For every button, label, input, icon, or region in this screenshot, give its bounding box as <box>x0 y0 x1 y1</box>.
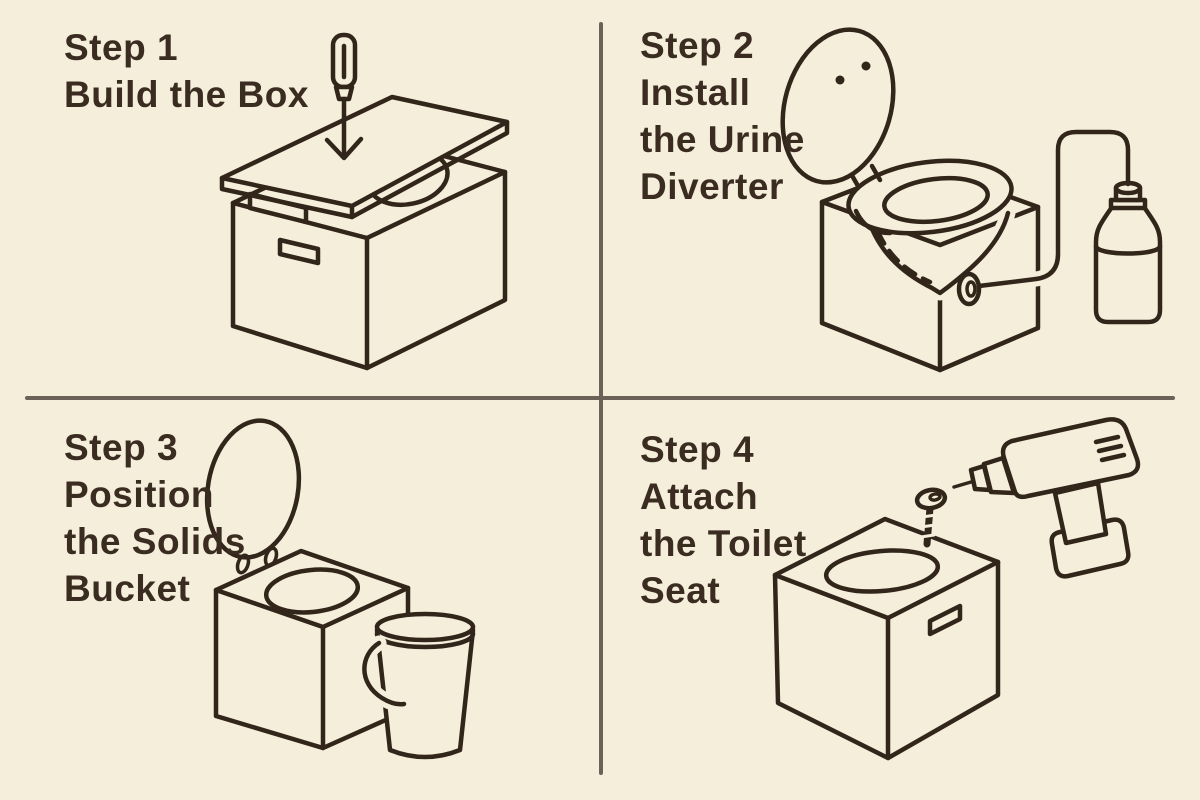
cordless-drill-icon <box>952 417 1141 579</box>
drill-chuck-tip <box>968 463 993 493</box>
storage-box <box>230 134 508 371</box>
handle-slot <box>927 603 963 637</box>
step-1-title: Step 1 Build the Box <box>64 24 309 118</box>
step-3-illustration <box>204 418 476 760</box>
step-4-illustration <box>772 417 1141 761</box>
box-lid <box>219 94 510 220</box>
step-2-illustration <box>780 27 1163 373</box>
drill-handle <box>1052 480 1109 546</box>
toilet-box <box>772 516 1001 761</box>
step-1-illustration <box>219 32 510 371</box>
screwdriver-icon <box>330 32 358 102</box>
drill-vents <box>1093 434 1127 463</box>
bucket-handle <box>362 640 407 707</box>
toilet-lid-open <box>204 418 302 575</box>
step-4-label: Step 4 <box>640 429 755 470</box>
step-1-caption: Build the Box <box>64 74 309 115</box>
urine-diverter-funnel <box>860 205 1016 301</box>
horizontal-divider <box>25 396 1175 400</box>
arrow-down-icon <box>324 96 364 161</box>
step-3-label: Step 3 <box>64 427 179 468</box>
screw-icon <box>914 487 948 548</box>
step-2-label: Step 2 <box>640 25 755 66</box>
bottle-liquid-level <box>1093 243 1163 256</box>
handle-slot <box>277 237 321 266</box>
collection-bottle <box>1093 180 1163 325</box>
panel-step-1: Step 1 Build the Box <box>0 0 600 400</box>
toilet-lid <box>780 27 896 185</box>
toilet-seat <box>846 158 1014 236</box>
drain-tube <box>956 124 1136 307</box>
seat-hole <box>823 548 941 594</box>
toilet-box <box>213 548 411 751</box>
seat-hole <box>263 567 361 615</box>
step-1-label: Step 1 <box>64 27 179 68</box>
drill-bit <box>952 480 973 489</box>
solids-bucket <box>357 611 476 760</box>
